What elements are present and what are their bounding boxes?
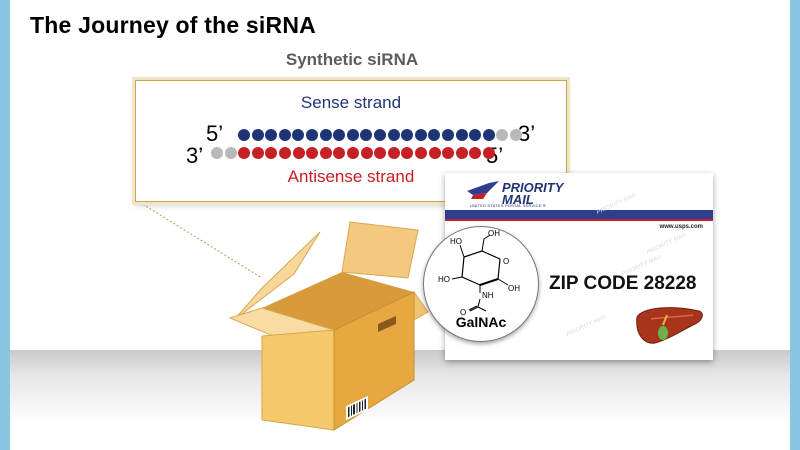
watermark: PRIORITY MAIL (645, 232, 689, 256)
atom-label: HO (438, 275, 450, 284)
sense-nucleotide (292, 129, 305, 141)
antisense-strand-label: Antisense strand (287, 167, 415, 186)
antisense-overhang-nucleotide (224, 147, 237, 159)
zip-code-text: ZIP CODE 28228 (549, 273, 697, 294)
antisense-nucleotide (442, 147, 455, 159)
antisense-nucleotide (401, 147, 414, 159)
sense-nucleotide (455, 129, 468, 141)
synthetic-sirna-heading: Synthetic siRNA (285, 50, 419, 69)
eagle-logo-icon (467, 181, 499, 199)
sense-nucleotide (278, 129, 291, 141)
liver-icon (636, 307, 703, 344)
sense-nucleotide (374, 129, 386, 141)
sense-nucleotide (265, 129, 278, 141)
antisense-nucleotide (455, 147, 468, 159)
watermark: PRIORITY MAIL (565, 314, 609, 338)
sense-nucleotide (360, 129, 373, 141)
antisense-nucleotide (387, 147, 400, 159)
antisense-nucleotide (251, 147, 264, 159)
sense-nucleotide (251, 129, 264, 141)
sense-overhang-nucleotide (496, 129, 509, 141)
antisense-nucleotide (483, 147, 495, 159)
card-stripe (445, 210, 713, 221)
atom-label: OH (508, 284, 520, 293)
galnac-molecule: HO OH O HO NH OH O (438, 229, 520, 317)
sense-5prime-label: 5’ (206, 121, 224, 146)
antisense-3prime-label: 3’ (186, 143, 204, 168)
left-border (0, 0, 10, 450)
cardboard-box (222, 212, 442, 432)
antisense-nucleotide (319, 147, 332, 159)
antisense-nucleotide (265, 147, 278, 159)
antisense-nucleotide (306, 147, 319, 159)
galnac-structure-circle: HO OH O HO NH OH O GalNAc (423, 226, 539, 342)
brand-subtext: UNITED STATES POSTAL SERVICE ® (470, 203, 547, 208)
sense-nucleotide (469, 129, 482, 141)
sense-nucleotide (414, 129, 427, 141)
antisense-nucleotide (279, 147, 291, 159)
brand-line-2: MAIL (502, 192, 534, 207)
sense-nucleotide (346, 129, 359, 141)
antisense-nucleotide (333, 147, 346, 159)
sense-nucleotide (319, 129, 332, 141)
sense-strand-label: Sense strand (300, 93, 402, 112)
sense-nucleotide (401, 129, 414, 141)
sense-nucleotide (238, 129, 250, 141)
atom-label: HO (450, 237, 462, 246)
sense-nucleotide (333, 129, 346, 141)
sense-overhang-nucleotide (510, 129, 522, 141)
antisense-nucleotide (360, 147, 373, 159)
sense-nucleotide (387, 129, 400, 141)
antisense-nucleotide (292, 147, 305, 159)
galnac-label: GalNAc (455, 314, 507, 330)
priority-mail-brand: PRIORITY MAIL (502, 180, 564, 207)
antisense-nucleotide (347, 147, 359, 159)
antisense-nucleotide (469, 147, 482, 159)
sense-nucleotide (482, 129, 495, 141)
usps-url: www.usps.com (659, 224, 703, 230)
sense-nucleotide (428, 129, 441, 141)
sense-3prime-label: 3’ (518, 121, 536, 146)
atom-label: O (503, 257, 509, 266)
atom-label: OH (488, 229, 500, 238)
sense-nucleotide (442, 129, 454, 141)
antisense-overhang-nucleotide (211, 147, 223, 159)
slide-title: The Journey of the siRNA (30, 12, 316, 38)
atom-label: NH (482, 291, 494, 300)
priority-mail-label: PRIORITY MAIL UNITED STATES POSTAL SERVI… (445, 173, 713, 360)
antisense-nucleotide (415, 147, 427, 159)
right-border (790, 0, 800, 450)
antisense-nucleotide (238, 147, 251, 159)
antisense-nucleotide (428, 147, 441, 159)
brand-line-1: PRIORITY (502, 180, 564, 195)
antisense-nucleotide (374, 147, 387, 159)
card-header (445, 173, 713, 210)
atom-label: O (460, 308, 466, 317)
sense-nucleotide (306, 129, 318, 141)
